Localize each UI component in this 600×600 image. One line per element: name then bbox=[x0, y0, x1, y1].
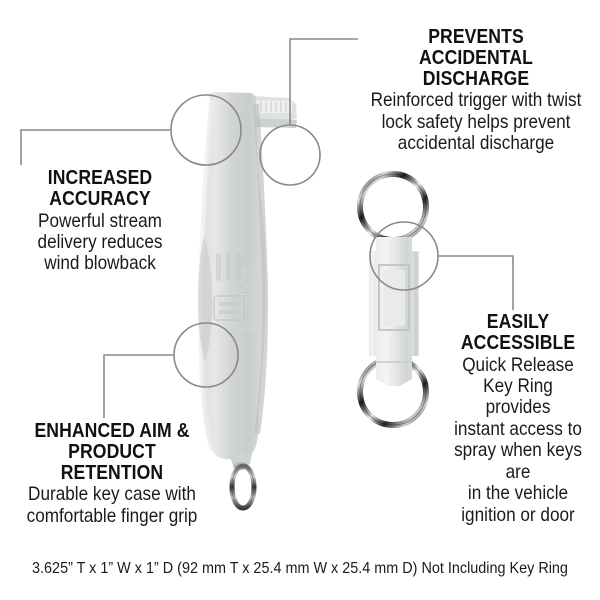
callout-increased-accuracy: INCREASED ACCURACY Powerful stream deliv… bbox=[8, 168, 192, 275]
callout-leaders bbox=[20, 38, 514, 418]
molded-panel bbox=[213, 295, 245, 321]
leader-line-accessible bbox=[438, 255, 514, 310]
body-line: lock safety helps prevent bbox=[381, 110, 571, 133]
marker-circle-discharge bbox=[259, 124, 321, 186]
molded-vents bbox=[216, 253, 241, 281]
body-line: Key Ring provides bbox=[483, 375, 553, 419]
title-line: DISCHARGE bbox=[422, 67, 530, 90]
callout-title-easily-accessible: EASILY ACCESSIBLE bbox=[449, 312, 586, 354]
quick-release-key-ring bbox=[357, 171, 429, 428]
brand-logo-emboss: SABRE bbox=[238, 267, 258, 333]
body-line: accidental discharge bbox=[397, 132, 555, 155]
title-line: EASILY bbox=[486, 311, 550, 333]
upper-key-ring bbox=[357, 171, 429, 243]
title-line: INCREASED bbox=[47, 167, 153, 189]
title-line: ENHANCED AIM & bbox=[34, 420, 190, 442]
body-line: spray when keys are bbox=[454, 439, 582, 483]
callout-prevents-accidental-discharge: PREVENTS ACCIDENTAL DISCHARGE Reinforced… bbox=[356, 27, 596, 155]
callout-enhanced-aim-product-retention: ENHANCED AIM & PRODUCT RETENTION Durable… bbox=[4, 421, 220, 527]
body-line: Powerful stream bbox=[38, 209, 162, 232]
finger-grip bbox=[198, 236, 212, 362]
title-line: PRODUCT RETENTION bbox=[60, 440, 164, 484]
callout-easily-accessible: EASILY ACCESSIBLE Quick Release Key Ring… bbox=[440, 312, 596, 526]
callout-title-prevents-accidental-discharge: PREVENTS ACCIDENTAL DISCHARGE bbox=[370, 27, 581, 89]
title-line: ACCESSIBLE bbox=[460, 331, 576, 354]
leader-line-enhanced bbox=[103, 354, 174, 418]
body-line: Reinforced trigger with twist bbox=[370, 89, 582, 112]
body-line: comfortable finger grip bbox=[26, 504, 198, 527]
body-line: Durable key case with bbox=[28, 483, 196, 506]
svg-text:SABRE: SABRE bbox=[238, 268, 257, 333]
trigger-nozzle bbox=[252, 96, 297, 128]
canister-body bbox=[201, 92, 266, 460]
title-line: ACCURACY bbox=[49, 187, 151, 210]
release-clip-body bbox=[369, 237, 419, 386]
callout-body-enhanced-aim-product-retention: Durable key case with comfortable finger… bbox=[17, 483, 207, 527]
callout-title-enhanced-aim-product-retention: ENHANCED AIM & PRODUCT RETENTION bbox=[17, 421, 207, 483]
callout-body-increased-accuracy: Powerful stream delivery reduces wind bl… bbox=[19, 209, 181, 275]
pepper-spray-canister: SABRE bbox=[198, 92, 297, 470]
title-line: PREVENTS ACCIDENTAL bbox=[419, 26, 533, 69]
dimensions-caption: 3.625” T x 1” W x 1” D (92 mm T x 25.4 m… bbox=[32, 560, 568, 577]
callout-title-increased-accuracy: INCREASED ACCURACY bbox=[19, 168, 181, 210]
body-line: Quick Release bbox=[462, 353, 574, 376]
body-line: instant access to bbox=[454, 417, 582, 440]
leader-line-discharge bbox=[289, 38, 358, 125]
body-line: delivery reduces bbox=[37, 231, 163, 254]
callout-body-easily-accessible: Quick Release Key Ring provides instant … bbox=[449, 353, 586, 527]
body-line: wind blowback bbox=[44, 252, 156, 275]
callout-body-prevents-accidental-discharge: Reinforced trigger with twist lock safet… bbox=[370, 89, 582, 155]
leader-line-accuracy bbox=[20, 129, 171, 165]
body-line: in the vehicle bbox=[467, 482, 569, 505]
body-line: ignition or door bbox=[461, 503, 575, 526]
canister-split-ring bbox=[229, 463, 257, 511]
